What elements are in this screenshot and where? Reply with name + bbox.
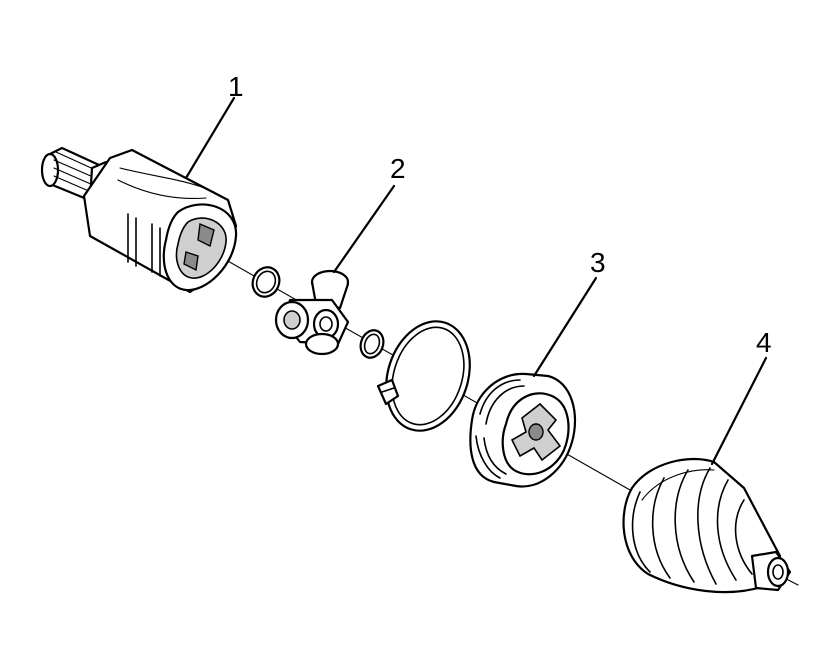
boot-clamp-band: [376, 320, 471, 432]
leader-line-3: [532, 276, 598, 378]
callout-number-3: 3: [590, 247, 606, 278]
part-1-joint-housing: [40, 146, 238, 294]
callout-number-2: 2: [390, 153, 406, 184]
callout-number-4: 4: [756, 327, 772, 358]
snap-ring-right: [359, 329, 385, 359]
part-3-retainer: [469, 372, 576, 488]
part-2-spider-assembly: [274, 269, 350, 356]
snap-ring-left: [251, 266, 281, 298]
leader-line-1: [184, 96, 236, 180]
part-4-boot: [622, 458, 792, 594]
callout-number-1: 1: [228, 71, 244, 102]
leader-line-2: [332, 184, 396, 274]
leader-line-4: [710, 356, 768, 466]
